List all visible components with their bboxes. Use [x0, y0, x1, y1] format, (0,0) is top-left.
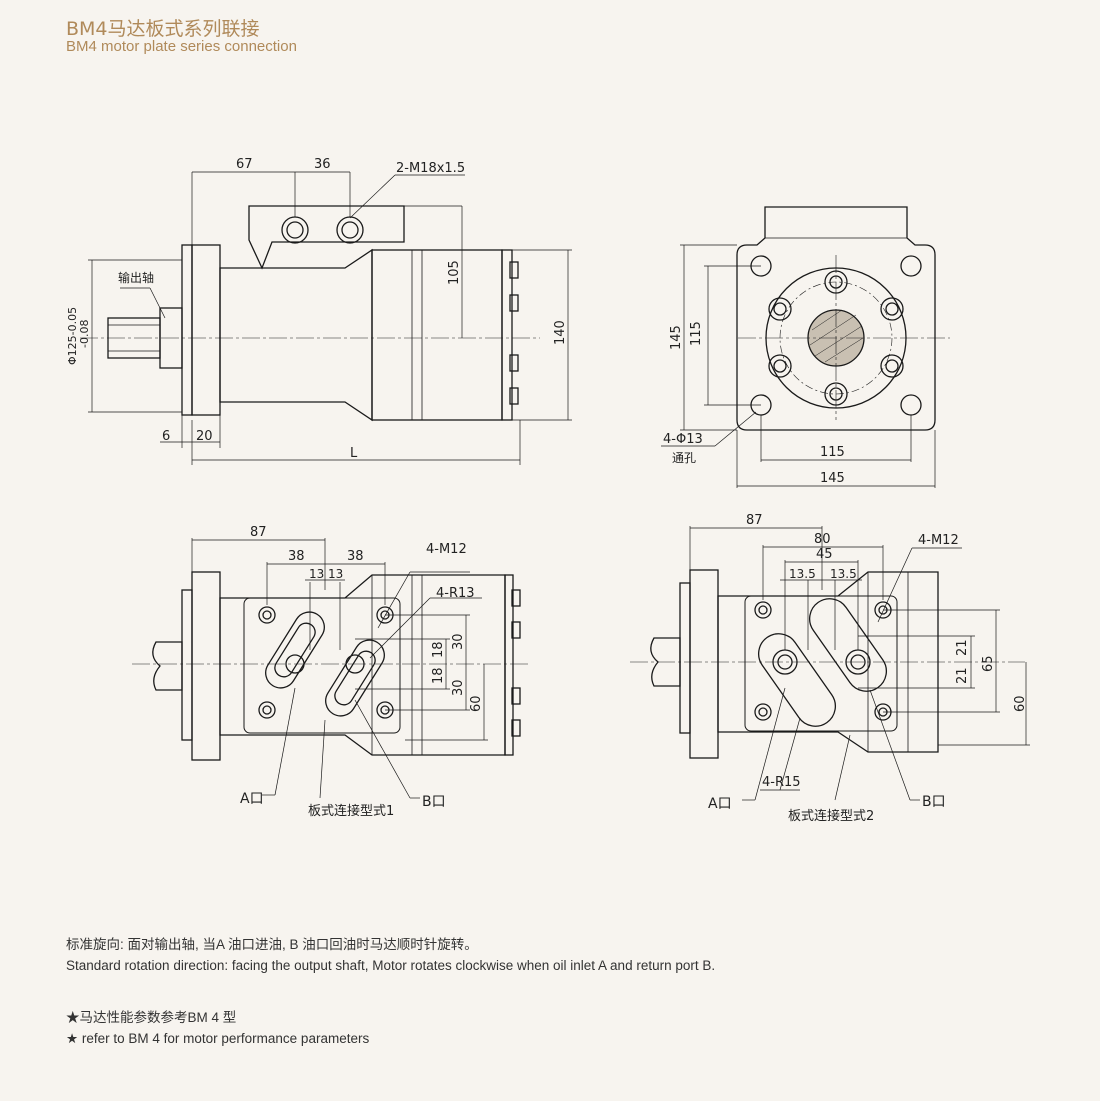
p1-dim-87: 87	[250, 525, 267, 540]
p1-dim-60: 60	[469, 695, 484, 712]
rotation-note-en: Standard rotation direction: facing the …	[66, 958, 716, 973]
p1-dim-13b: 13	[328, 567, 343, 581]
p1-dim-18a: 18	[431, 641, 446, 658]
rotation-note-cn: 标准旋向: 面对输出轴, 当A 油口进油, B 油口回油时马达顺时针旋转。	[66, 937, 478, 952]
dia-label: Φ125-0.05	[66, 307, 79, 365]
dim-140: 140	[553, 320, 568, 345]
p2-dim-65: 65	[981, 655, 996, 672]
page-title: BM4马达板式系列联接	[66, 18, 260, 40]
p1-dim-30b: 30	[451, 679, 466, 696]
dim-145-vertical: 145	[669, 325, 684, 350]
p1-dim-38a: 38	[288, 549, 305, 564]
performance-note-cn: ★马达性能参数参考BM 4 型	[66, 1010, 237, 1025]
p1-radius: 4-R13	[436, 586, 475, 601]
p1-port-a: A口	[240, 791, 264, 807]
p2-dim-45: 45	[816, 547, 833, 562]
dim-145-horizontal: 145	[820, 471, 845, 486]
p2-caption: 板式连接型式2	[788, 808, 874, 824]
dim-L: L	[350, 446, 358, 461]
side-view	[80, 171, 572, 465]
holes-label: 4-Φ13	[663, 432, 703, 447]
front-view	[661, 206, 950, 488]
dim-115-horizontal: 115	[820, 445, 845, 460]
dim-115-vertical: 115	[689, 321, 704, 346]
p2-port-a: A口	[708, 796, 732, 812]
p1-port-b: B口	[422, 794, 446, 810]
p2-dim-21a: 21	[955, 639, 970, 656]
p2-port-b: B口	[922, 794, 946, 810]
plate-view-1	[132, 538, 530, 799]
p2-dim-60: 60	[1013, 695, 1028, 712]
dim-36: 36	[314, 157, 331, 172]
page-subtitle: BM4 motor plate series connection	[66, 38, 297, 55]
p2-dim-21b: 21	[955, 667, 970, 684]
p2-dim-87: 87	[746, 513, 763, 528]
dim-20: 20	[196, 429, 213, 444]
p2-dim-13-5b: 13.5	[830, 567, 857, 581]
p1-dim-38b: 38	[347, 549, 364, 564]
through-label: 通孔	[672, 451, 696, 465]
thread-label: 2-M18x1.5	[396, 161, 465, 176]
p2-radius: 4-R15	[762, 775, 801, 790]
p2-dim-13-5a: 13.5	[789, 567, 816, 581]
p1-dim-18b: 18	[431, 667, 446, 684]
dia-tol: -0.08	[78, 320, 91, 348]
dim-6: 6	[162, 429, 170, 444]
p1-dim-13a: 13	[309, 567, 324, 581]
plate-view-2	[630, 526, 1030, 801]
p2-thread: 4-M12	[918, 533, 959, 548]
performance-note-en: ★ refer to BM 4 for motor performance pa…	[66, 1031, 370, 1046]
p1-dim-30a: 30	[451, 633, 466, 650]
dim-67: 67	[236, 157, 253, 172]
dim-105: 105	[447, 260, 462, 285]
shaft-label: 输出轴	[118, 270, 154, 285]
p1-caption: 板式连接型式1	[308, 803, 394, 819]
p2-dim-80: 80	[814, 532, 831, 547]
p1-thread: 4-M12	[426, 542, 467, 557]
